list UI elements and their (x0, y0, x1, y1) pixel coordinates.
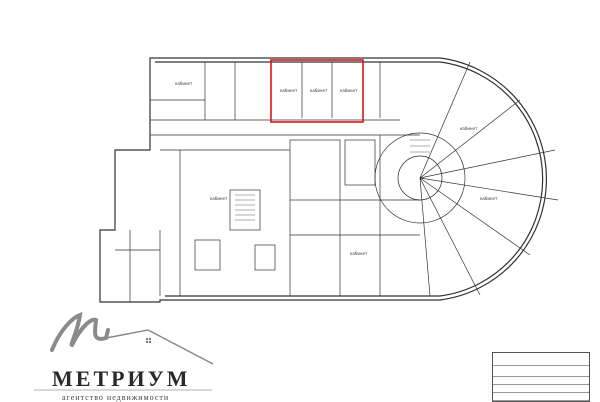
logo-brand: МЕТРИУМ (52, 366, 191, 391)
room-label: кабинет (460, 126, 478, 131)
room-label: кабинет (280, 88, 298, 93)
logo-tagline: агентство недвижимости (62, 393, 170, 402)
room-labels: кабинет кабинет кабинет кабинет кабинет … (175, 81, 498, 256)
logo-mark (34, 311, 214, 391)
room-label: кабинет (350, 251, 368, 256)
highlighted-office (270, 59, 364, 123)
room-label: кабинет (480, 196, 498, 201)
room-label: кабинет (310, 88, 328, 93)
room-label: кабинет (175, 81, 193, 86)
room-label: кабинет (210, 196, 228, 201)
title-block (492, 352, 590, 402)
room-label: кабинет (340, 88, 358, 93)
outer-wall (99, 57, 547, 303)
